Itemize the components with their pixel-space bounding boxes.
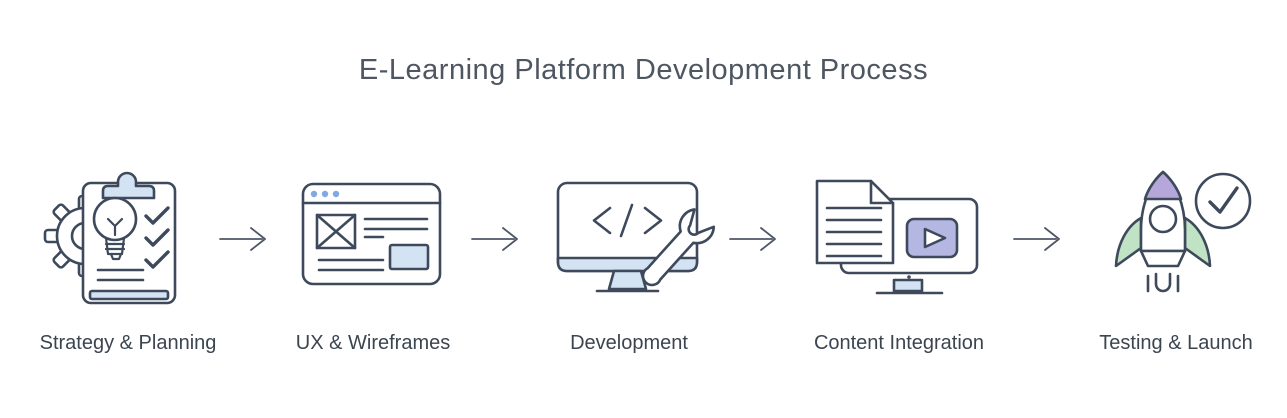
monitor-stand <box>607 269 647 291</box>
monitor-code-wrench-icon <box>556 181 715 293</box>
check-circle-icon <box>1194 172 1251 230</box>
code-icon <box>592 203 662 238</box>
checkmark-icon <box>144 206 170 225</box>
image-placeholder-icon <box>315 213 357 250</box>
rocket-tail <box>1139 249 1186 268</box>
rocket-flames <box>1146 272 1179 293</box>
rocket-fin-right <box>1183 216 1211 268</box>
checkmark-icon <box>144 250 170 269</box>
step-label: Content Integration <box>813 332 985 354</box>
lightbulb-icon <box>92 196 138 261</box>
wrench-icon <box>641 208 715 287</box>
arrow-right-icon <box>1013 227 1060 251</box>
rocket-nose <box>1143 170 1182 201</box>
text-lines <box>96 268 145 282</box>
clipboard-clip <box>101 171 156 200</box>
step-testing-launch: Testing & Launch <box>1056 156 1287 355</box>
checkmark-icon <box>144 228 170 247</box>
rocket-fin-left <box>1114 216 1142 268</box>
rocket-checkmark-icon <box>1114 170 1251 293</box>
step-ux-wireframes: UX & Wireframes <box>253 156 493 355</box>
browser-dot-icon <box>310 190 318 198</box>
step-label: Strategy & Planning <box>39 332 217 354</box>
step-development: Development <box>509 156 749 355</box>
document-video-monitor-icon <box>815 179 979 295</box>
step-label: Testing & Launch <box>1099 332 1253 354</box>
step-label: UX & Wireframes <box>295 332 451 354</box>
video-player-icon <box>905 217 959 259</box>
step-content-integration: Content Integration <box>779 156 1019 355</box>
rocket-window <box>1148 204 1177 234</box>
step-strategy-planning: Strategy & Planning <box>8 156 248 355</box>
clipboard-footer-bar <box>88 289 170 301</box>
document-icon <box>815 179 895 265</box>
text-lines <box>825 206 883 258</box>
monitor-stand <box>892 278 924 293</box>
text-lines <box>317 258 385 272</box>
step-label: Development <box>570 332 688 354</box>
browser-dot-icon <box>332 190 340 198</box>
clipboard-gear-lightbulb-icon <box>43 171 177 305</box>
page-title: E-Learning Platform Development Process <box>358 54 929 86</box>
arrow-right-icon <box>219 227 266 251</box>
browser-wireframe-icon <box>301 182 442 286</box>
folded-corner <box>869 179 895 205</box>
play-icon <box>923 227 947 249</box>
clipboard-body <box>81 181 177 305</box>
content-block <box>388 243 430 271</box>
rocket-icon <box>1114 170 1211 293</box>
arrow-right-icon <box>729 227 776 251</box>
arrow-right-icon <box>471 227 518 251</box>
text-lines <box>363 217 429 239</box>
browser-dot-icon <box>321 190 329 198</box>
